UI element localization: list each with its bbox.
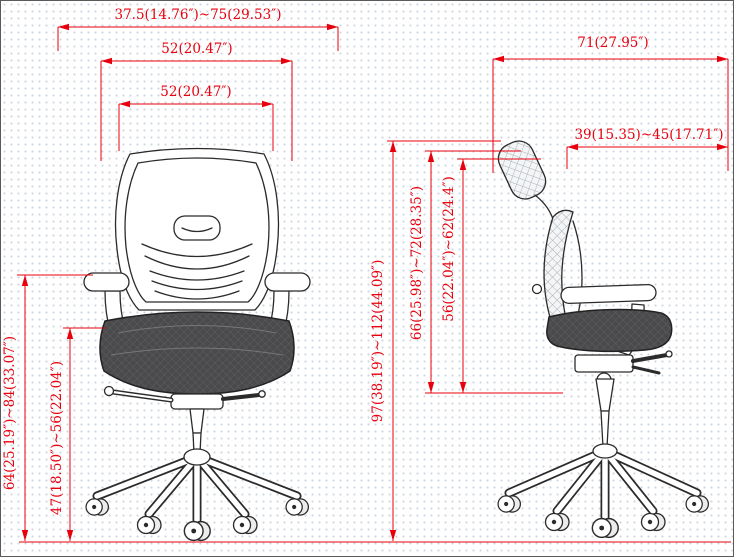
side-backrest-mesh (543, 209, 574, 332)
base-hub (183, 448, 211, 466)
seat-contour (110, 347, 284, 356)
dim-seat-depth-range-label: 39(15.35)~45(17.71″) (574, 127, 723, 143)
lever-knob (258, 390, 266, 398)
dim-backrest-inner-width-label: 52(20.47″) (160, 84, 231, 100)
seat-contour (117, 325, 277, 334)
caster-wheel (497, 495, 522, 513)
base-star (94, 454, 300, 523)
front-seat-cushion (99, 311, 295, 395)
front-backrest-mesh (124, 157, 270, 303)
back-flex-line (151, 280, 243, 291)
caster-wheel (183, 520, 211, 542)
seat-mechanism (170, 393, 224, 410)
side-view-dimensions: 71(27.95″) 39(15.35)~45(17.71″) 97(38.19… (19, 35, 731, 543)
gas-lift (189, 408, 205, 434)
dim-side-armrest-height-range-label: 56(22.04″)~62(24.4″) (441, 176, 457, 322)
dim-backrest-inner-width: 52(20.47″) (118, 84, 274, 151)
dim-backrest-top-height-range: 66(25.98″)~72(28.35″) (409, 150, 563, 394)
left-armrest-pad (83, 272, 130, 292)
headrest (497, 140, 547, 200)
front-view-chair (83, 147, 311, 542)
lever-knob (665, 350, 673, 358)
caster-wheel (544, 512, 570, 532)
dim-overall-height-range: 97(38.19″)~112(44.09″) (370, 140, 501, 541)
caster-wheel (591, 517, 619, 539)
caster-wheel (685, 495, 710, 513)
dim-overall-depth: 71(27.95″) (492, 35, 729, 173)
caster-wheel (232, 515, 258, 535)
dim-backrest-outer-width: 52(20.47″) (100, 41, 293, 161)
lumbar-arc (141, 243, 253, 258)
dim-armrest-height-range: 64(25.19″)~84(33.07″) (2, 274, 93, 541)
adjust-lever (221, 393, 261, 401)
dim-armrest-width-range: 37.5(14.76″)~75(29.53″) (57, 7, 339, 51)
caster-wheel (285, 498, 310, 516)
lever-knob (103, 385, 115, 397)
dim-overall-height-range-label: 97(38.19″)~112(44.09″) (370, 260, 386, 423)
caster-wheel (136, 515, 162, 535)
gas-lift (600, 410, 610, 448)
back-flex-line (154, 290, 240, 300)
right-armrest-pad (264, 272, 311, 292)
side-armrest-pad (560, 283, 657, 305)
dim-seat-height-range-label: 47(18.50″)~56(22.04″) (49, 361, 65, 515)
dim-backrest-outer-width-label: 52(20.47″) (161, 41, 232, 57)
dim-backrest-top-height-range-label: 66(25.98″)~72(28.35″) (409, 186, 425, 340)
back-flex-line (149, 270, 245, 281)
caster-wheel (85, 498, 110, 516)
dim-side-armrest-height-range: 56(22.04″)~62(24.4″) (441, 158, 541, 393)
lumbar-handle-line (181, 227, 213, 233)
dim-seat-depth-range: 39(15.35)~45(17.71″) (566, 127, 728, 169)
side-seat-cushion (546, 308, 673, 353)
front-view-dimensions: 37.5(14.76″)~75(29.53″) 52(20.47″) 52(20… (2, 7, 339, 541)
dim-overall-depth-label: 71(27.95″) (577, 35, 648, 51)
lumbar-knob (531, 283, 543, 295)
base-hub (592, 443, 618, 459)
base-star (506, 448, 700, 520)
caster-wheel (640, 512, 666, 532)
adjust-lever (631, 353, 669, 363)
adjust-lever (631, 365, 661, 375)
dim-armrest-height-range-label: 64(25.19″)~84(33.07″) (2, 336, 18, 490)
seat-mechanism (574, 354, 634, 373)
adjust-lever (111, 390, 173, 402)
lumbar-arc (144, 255, 250, 270)
gas-lift (595, 378, 615, 412)
side-view-chair (497, 140, 710, 539)
dim-armrest-width-range-label: 37.5(14.76″)~75(29.53″) (115, 7, 282, 23)
dim-seat-height-range: 47(18.50″)~56(22.04″) (49, 327, 105, 541)
lumbar-handle (173, 215, 221, 241)
